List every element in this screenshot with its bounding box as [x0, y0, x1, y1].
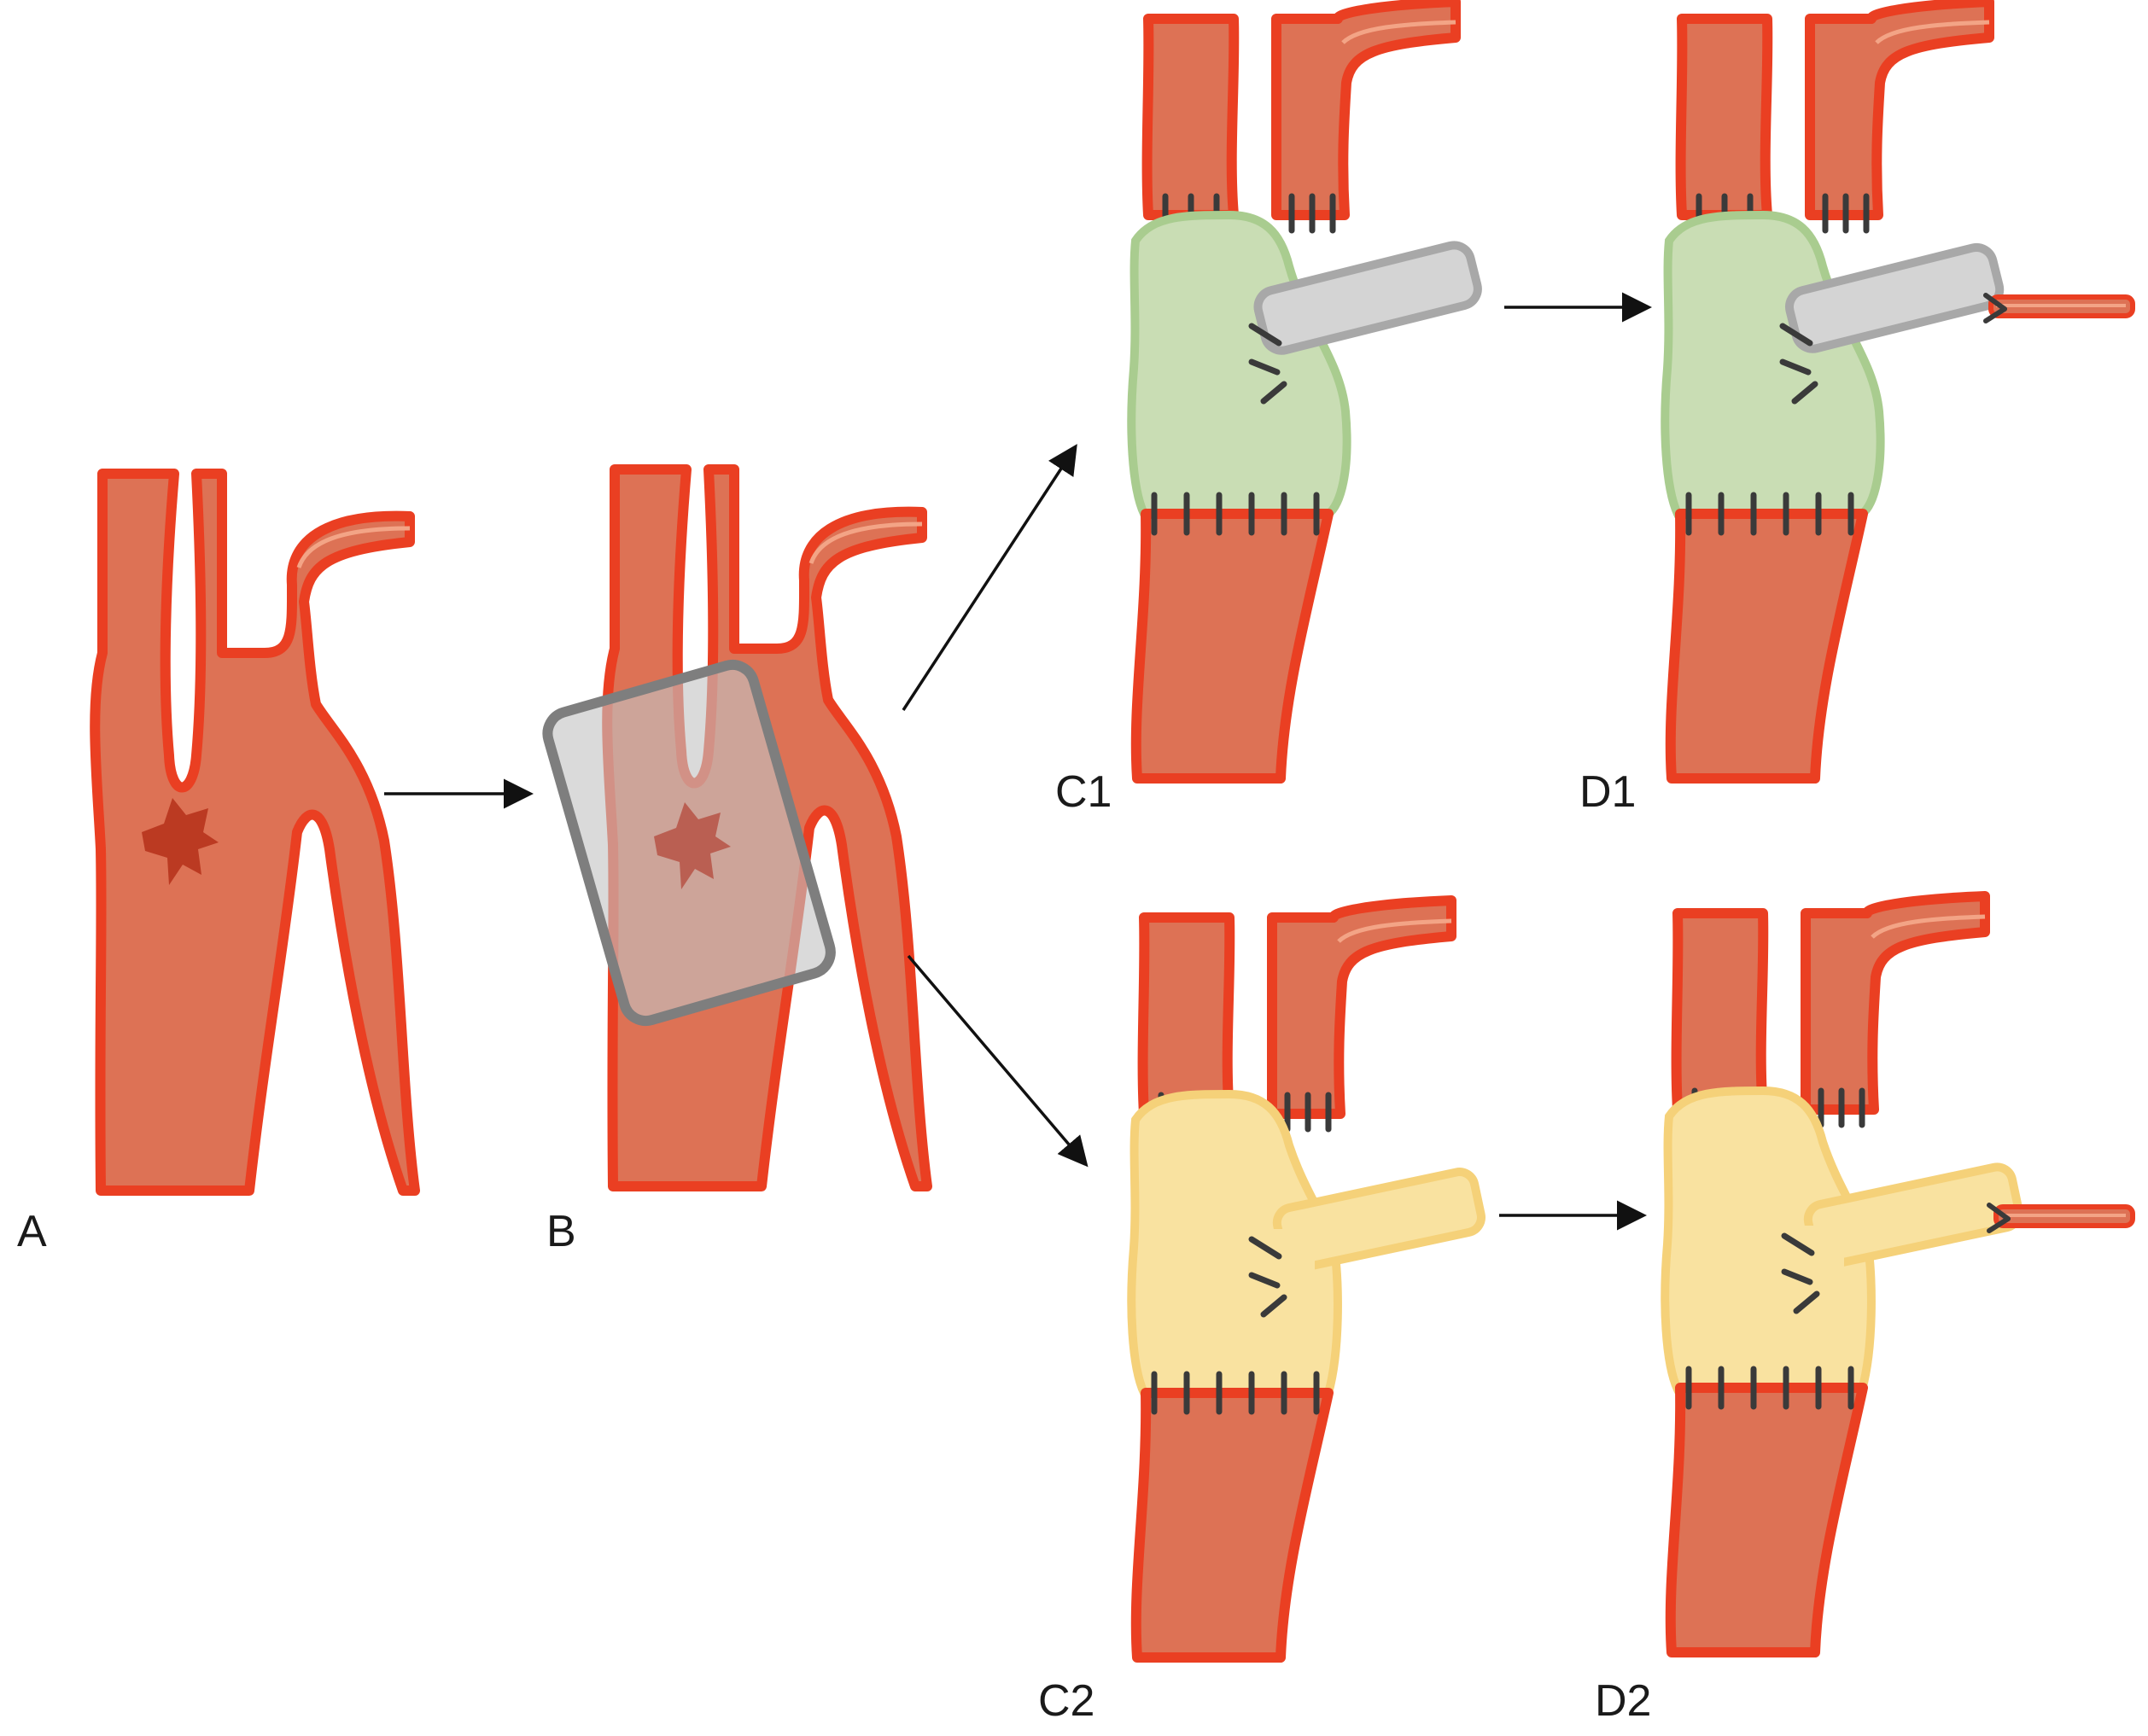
panel-a-vessel: [90, 469, 420, 1196]
panel-label-d1: D1: [1579, 767, 1636, 817]
arrow-b-to-c2: [907, 954, 1089, 1168]
arrow-b-to-c1: [902, 444, 1077, 711]
panel-label-a: A: [17, 1207, 47, 1256]
panel-d2: [1665, 896, 2135, 1652]
panel-label-d2: D2: [1595, 1676, 1651, 1726]
panel-label-c2: C2: [1038, 1676, 1094, 1726]
d1-synthetic-side-tube: [1785, 242, 2005, 353]
panel-b-patch: [542, 659, 836, 1027]
injury-wound: [142, 798, 219, 885]
panel-c2: [1131, 900, 1486, 1657]
panel-c1: [1131, 2, 1482, 778]
injury-wound-under-patch: [654, 802, 731, 889]
panel-label-b: B: [546, 1207, 576, 1256]
panel-label-c1: C1: [1055, 767, 1112, 817]
panel-d1: [1665, 2, 2135, 778]
c1-synthetic-side-tube: [1253, 241, 1482, 355]
